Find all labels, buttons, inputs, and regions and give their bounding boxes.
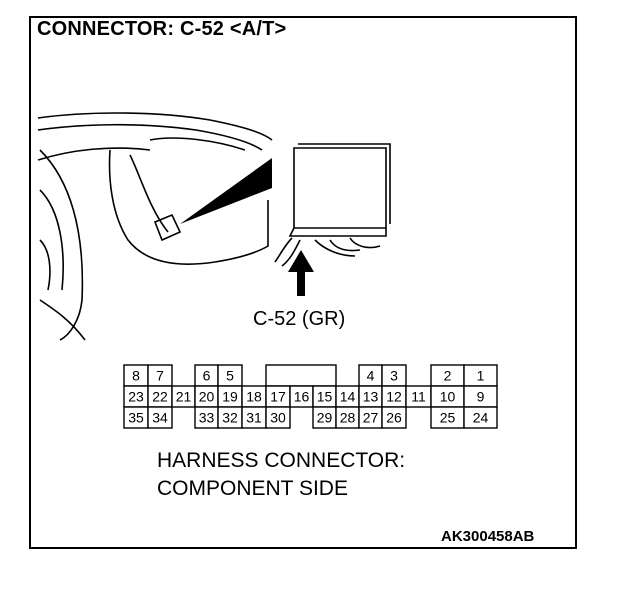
- pin-15: 15: [317, 389, 333, 405]
- pin-2: 2: [444, 368, 452, 384]
- pin-16: 16: [294, 389, 310, 405]
- pin-20: 20: [199, 389, 215, 405]
- pin-32: 32: [222, 410, 238, 426]
- page-title: CONNECTOR: C-52 <A/T>: [37, 18, 287, 40]
- pin-14: 14: [340, 389, 356, 405]
- pin-27: 27: [363, 410, 379, 426]
- pin-3: 3: [390, 368, 398, 384]
- pin-cell: [265, 364, 337, 387]
- pin-31: 31: [246, 410, 262, 426]
- pin-21: 21: [176, 389, 192, 405]
- pin-6: 6: [203, 368, 211, 384]
- pin-22: 22: [152, 389, 168, 405]
- pin-12: 12: [386, 389, 402, 405]
- diagram-frame: [29, 16, 577, 549]
- pin-26: 26: [386, 410, 402, 426]
- harness-line-1: HARNESS CONNECTOR:: [157, 449, 406, 472]
- pin-29: 29: [317, 410, 333, 426]
- figure-code: AK300458AB: [441, 528, 535, 545]
- pin-9: 9: [477, 389, 485, 405]
- pin-cell: [463, 406, 498, 429]
- pin-cell: [147, 406, 173, 429]
- pin-13: 13: [363, 389, 379, 405]
- pin-cell: [265, 406, 291, 429]
- pin-cell: [381, 406, 407, 429]
- pin-35: 35: [128, 410, 144, 426]
- pin-28: 28: [340, 410, 356, 426]
- pin-18: 18: [246, 389, 262, 405]
- pin-10: 10: [440, 389, 456, 405]
- connector-label: C-52 (GR): [253, 308, 346, 330]
- pin-25: 25: [440, 410, 456, 426]
- pin-23: 23: [128, 389, 144, 405]
- pin-33: 33: [199, 410, 215, 426]
- pin-34: 34: [152, 410, 168, 426]
- pin-30: 30: [270, 410, 286, 426]
- pin-24: 24: [473, 410, 489, 426]
- pin-7: 7: [156, 368, 164, 384]
- harness-line-2: COMPONENT SIDE: [157, 477, 348, 500]
- pin-8: 8: [132, 368, 140, 384]
- pin-17: 17: [270, 389, 286, 405]
- pin-19: 19: [222, 389, 238, 405]
- pin-1: 1: [477, 368, 485, 384]
- pin-4: 4: [367, 368, 375, 384]
- harness-caption: HARNESS CONNECTOR: COMPONENT SIDE: [157, 447, 405, 503]
- pin-5: 5: [226, 368, 234, 384]
- pin-11: 11: [411, 389, 426, 405]
